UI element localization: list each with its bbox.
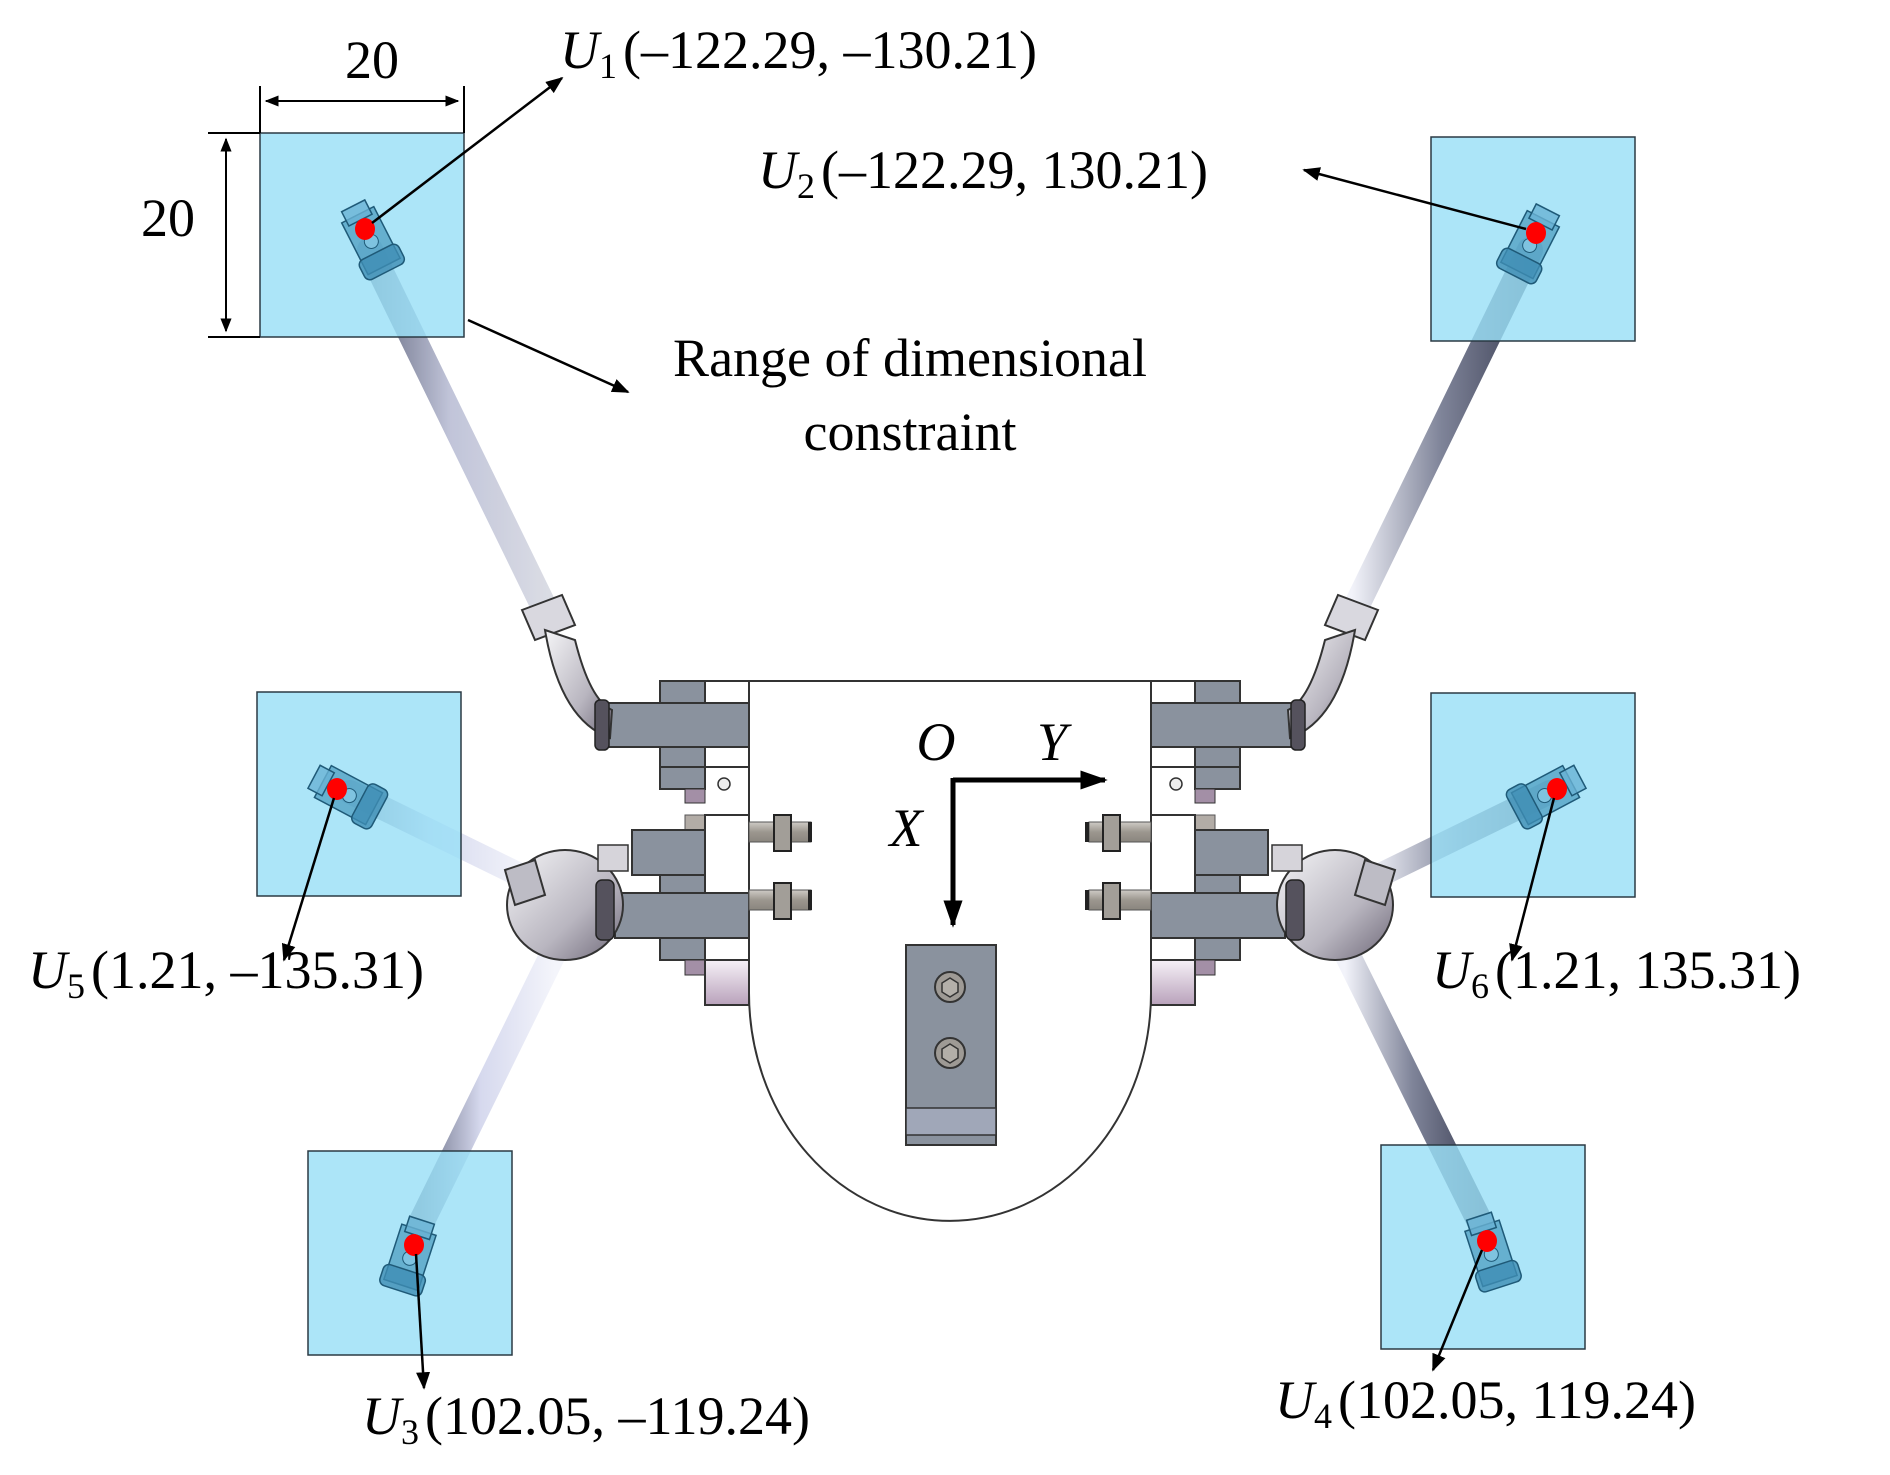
joint-label-u5: U5(1.21, –135.31) [28,940,424,1006]
joint-point-u6 [1547,778,1567,800]
bolt-left-lower [748,882,812,920]
y-axis-label: Y [1037,712,1072,772]
joint-layer [256,132,1636,1356]
right-hub [1271,844,1397,961]
joint-label-u4: U4(102.05, 119.24) [1275,1370,1696,1436]
center-bracket [905,944,997,1146]
joint-label-u1: U1(–122.29, –130.21) [560,20,1037,86]
joint-point-u4 [1477,1230,1497,1252]
joint-labels: U1(–122.29, –130.21) U2(–122.29, 130.21)… [28,20,1801,1452]
leader-u4 [1431,1249,1484,1372]
dimension-annotation: 20 20 [141,30,465,338]
leader-u3 [414,1253,431,1390]
joint-u3 [307,1150,513,1356]
right-mount-assembly [1150,680,1295,1006]
joint-u2 [1430,136,1636,342]
x-axis-label: X [888,798,925,858]
leader-u6 [1509,797,1556,962]
joint-label-u2: U2(–122.29, 130.21) [758,140,1208,206]
bolt-right-upper [1085,814,1152,852]
joint-u1 [259,132,465,338]
joint-u4 [1380,1144,1586,1350]
screw-icon [934,1037,966,1069]
joint-point-u5 [327,778,347,800]
origin-label: O [917,712,956,772]
left-hub [503,844,629,961]
bolt-left-upper [748,814,812,852]
bolts [748,814,1152,920]
leader-u2 [1302,167,1527,231]
bolt-right-lower [1085,882,1152,920]
screw-icon [934,971,966,1003]
left-mount-assembly [605,680,750,1006]
callout-line1: Range of dimensional [673,328,1147,388]
coordinate-frame: O Y X [888,712,1108,928]
leader-u5 [281,797,336,962]
dim-width-label: 20 [345,30,399,90]
joint-u6 [1430,692,1636,898]
callout-arrow [467,318,630,394]
callout-line2: constraint [804,402,1017,462]
joint-label-u6: U6(1.21, 135.31) [1432,940,1801,1006]
joint-point-u2 [1526,222,1546,244]
joint-point-u3 [404,1234,424,1256]
leader-arrows [281,76,1556,1390]
joint-label-u3: U3(102.05, –119.24) [362,1386,810,1452]
constraint-callout: Range of dimensional constraint [467,318,1147,462]
joint-point-u1 [355,218,375,240]
joint-u5 [256,691,462,897]
dim-height-label: 20 [141,188,195,248]
leader-u1 [371,76,564,224]
